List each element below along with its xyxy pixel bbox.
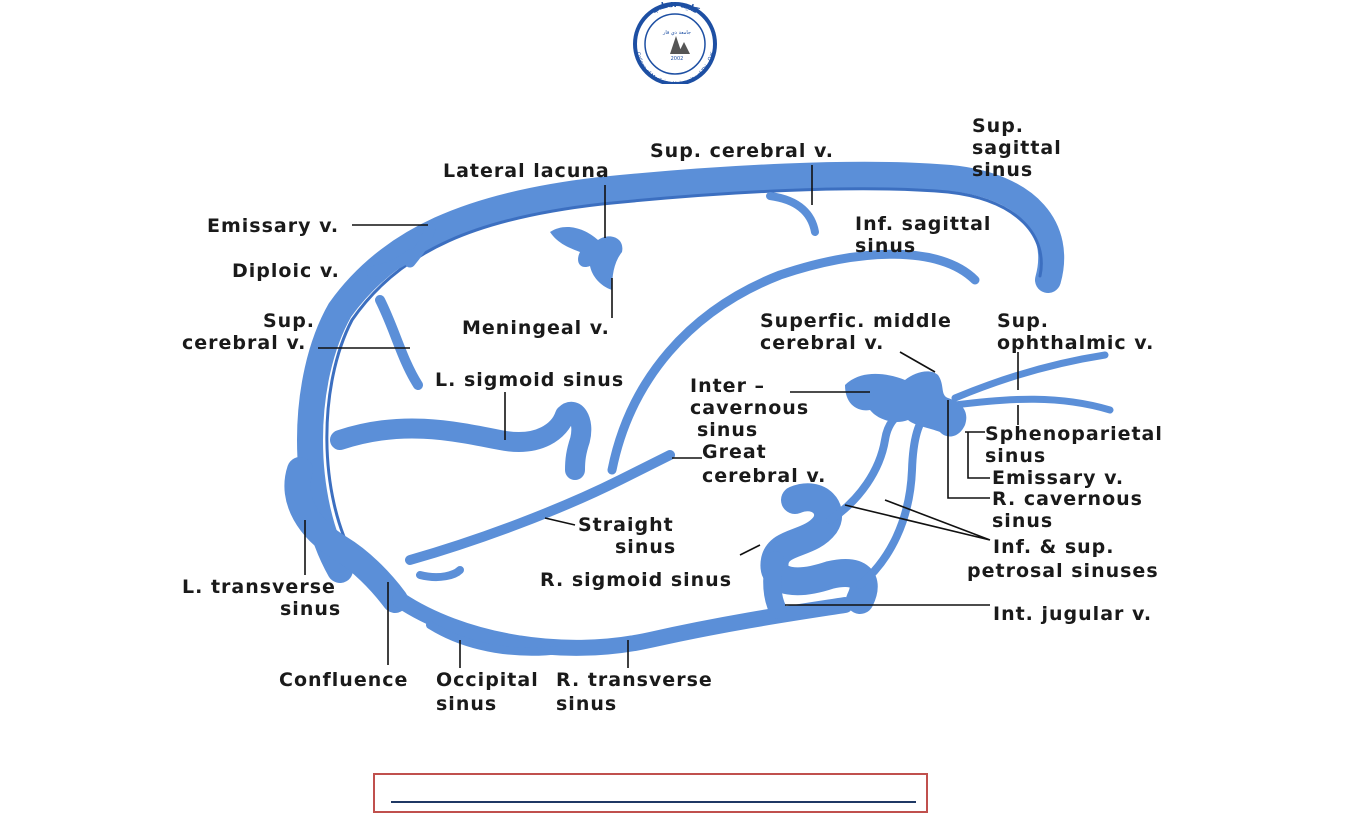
label-occipital-sinus: Occipital sinus: [436, 669, 546, 715]
labels: Sup. sagittal sinus Sup. cerebral v. Lat…: [182, 115, 1171, 715]
straight-sinus-vessel: [405, 450, 675, 565]
college-logo: كلية الطب جامعة ذي قار College of Medici…: [633, 2, 717, 84]
leader-r-cavernous-sinus: [947, 400, 990, 499]
label-intercavernous-sinus: Inter – cavernous sinus: [690, 375, 817, 441]
vessel-drawing: [284, 161, 1114, 656]
label-lateral-lacuna: Lateral lacuna: [443, 160, 610, 182]
footer-rule: [391, 801, 916, 803]
label-emissary-v-left: Emissary v.: [207, 215, 339, 237]
logo-year: 2002: [671, 56, 684, 62]
label-r-sigmoid-sinus: R. sigmoid sinus: [540, 569, 732, 591]
leader-r-sigmoid-sinus: [739, 544, 761, 556]
label-sup-sagittal-sinus: Sup. sagittal sinus: [972, 115, 1069, 181]
label-r-cavernous-sinus: R. cavernous sinus: [992, 488, 1151, 532]
label-inf-sagittal-sinus: Inf. sagittal sinus: [855, 213, 999, 257]
label-superfic-middle-cerebral-v: Superfic. middle cerebral v.: [760, 310, 959, 354]
inf-sagittal-sinus-vessel: [607, 249, 980, 475]
logo-arabic-subtitle: جامعة ذي قار: [662, 30, 691, 36]
label-meningeal-v: Meningeal v.: [462, 317, 610, 339]
sup-ophthalmic-v-vessel: [951, 351, 1114, 414]
sup-sagittal-sinus-edge: [325, 187, 1043, 562]
label-l-transverse-sinus: L. transverse sinus: [182, 576, 344, 620]
r-transverse-sinus-vessel: [392, 592, 853, 656]
label-r-transverse-sinus: R. transverse sinus: [556, 669, 720, 715]
label-great-cerebral-v: Great cerebral v.: [702, 441, 826, 487]
leader-lines: [304, 165, 1019, 668]
leader-inf-sup-petrosal: [844, 499, 991, 541]
l-transverse-sinus-vessel: [284, 457, 408, 613]
label-sup-ophthalmic-v: Sup. ophthalmic v.: [997, 310, 1154, 354]
l-sigmoid-sinus-vessel: [330, 401, 592, 480]
occipital-sinus-vessel: [416, 566, 564, 656]
sup-cerebral-v-top-vessel: [766, 192, 819, 236]
leader-superfic-middle-cerebral-v: [899, 351, 936, 373]
logo-ziggurat-icon: [670, 36, 690, 54]
label-l-sigmoid-sinus: L. sigmoid sinus: [435, 369, 624, 391]
r-sigmoid-sinus-vessel: [760, 483, 878, 614]
label-int-jugular-v: Int. jugular v.: [993, 603, 1152, 625]
sup-sagittal-sinus-vessel: [297, 161, 1065, 583]
sup-cerebral-v-left-vessel: [375, 295, 423, 390]
label-inf-sup-petrosal-sinuses: Inf. & sup. petrosal sinuses: [967, 536, 1159, 582]
cavernous-sinus-vessel: [845, 371, 967, 437]
emissary-diploic-vessel: [366, 222, 436, 278]
label-straight-sinus: Straight sinus: [578, 514, 681, 558]
leader-straight-sinus: [544, 517, 576, 526]
label-confluence: Confluence: [279, 669, 408, 691]
label-sphenoparietal-sinus: Sphenoparietal sinus: [985, 423, 1171, 467]
leader-emissary-v-right: [967, 432, 990, 479]
label-sup-cerebral-v-top: Sup. cerebral v.: [650, 140, 834, 162]
label-diploic-v: Diploic v.: [232, 260, 340, 282]
label-emissary-v-right: Emissary v.: [992, 467, 1124, 489]
footer-frame: [373, 773, 928, 813]
lateral-lacuna-vessel: [550, 226, 623, 290]
label-sup-cerebral-v-left: Sup. cerebral v.: [182, 310, 323, 354]
petrosal-sinus-vessel: [826, 401, 934, 589]
int-jugular-v-vessel: [763, 551, 787, 619]
